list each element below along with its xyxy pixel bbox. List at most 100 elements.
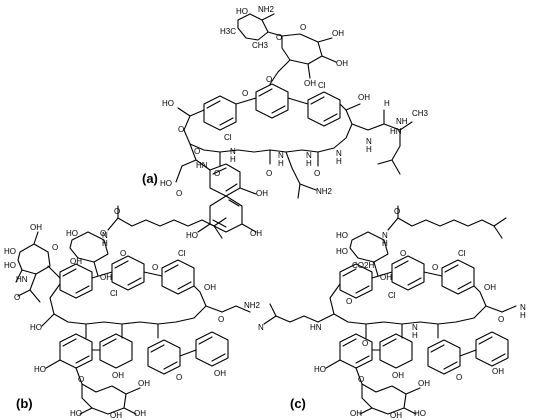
- atom-label: O: [358, 375, 364, 384]
- panel-label-a: (a): [142, 171, 158, 186]
- atom-label: O: [394, 207, 400, 216]
- panel-label-c: (c): [290, 396, 306, 411]
- atom-label: O: [214, 169, 220, 178]
- structure-b: OH HO HO O HO O OH O N H O OH O Cl O HN …: [4, 205, 261, 420]
- atom-label: HN: [310, 323, 322, 332]
- atom-label: HO: [4, 261, 16, 270]
- atom-label: H: [412, 331, 418, 340]
- atom-label: O: [218, 315, 224, 324]
- atom-label: HO: [66, 229, 78, 238]
- atom-label: OH: [112, 371, 124, 380]
- atom-label: N: [520, 303, 526, 312]
- atom-label: CH3: [252, 41, 269, 50]
- atom-label: OH: [392, 371, 404, 380]
- atom-label: N: [306, 151, 312, 160]
- structure-b-bonds: [15, 205, 251, 415]
- atom-label: OH: [380, 273, 392, 282]
- atom-label: Cl: [110, 289, 118, 298]
- atom-label: O: [266, 169, 272, 178]
- atom-label: OH: [134, 409, 146, 418]
- atom-label: O: [242, 89, 248, 98]
- atom-label: OH: [418, 379, 430, 388]
- atom-label: N: [278, 151, 284, 160]
- atom-label: O: [300, 23, 306, 32]
- atom-label: O: [152, 263, 158, 272]
- structure-c: O N H HO HO CO2H O OH O Cl O Cl OH O HN …: [258, 205, 526, 420]
- atom-label: OH: [358, 93, 370, 102]
- atom-label: H: [382, 239, 388, 248]
- atom-label: O: [120, 249, 126, 258]
- atom-label: N: [336, 149, 342, 158]
- atom-label: O: [176, 373, 182, 382]
- atom-label: HO: [70, 409, 82, 418]
- atom-label: OH: [204, 283, 216, 292]
- atom-label: H: [336, 157, 342, 166]
- atom-label: OH: [214, 369, 226, 378]
- atom-label: OH: [30, 223, 42, 232]
- atom-label: OH: [304, 79, 316, 88]
- atom-label: O: [400, 249, 406, 258]
- atom-label: HO: [336, 247, 348, 256]
- atom-label: Cl: [388, 291, 396, 300]
- atom-label: OH: [350, 409, 362, 418]
- structure-c-bonds: [263, 205, 517, 415]
- atom-label: OH: [492, 367, 504, 376]
- atom-label: HO: [30, 323, 42, 332]
- atom-label: NH2: [316, 187, 333, 196]
- atom-label: HO: [4, 247, 16, 256]
- atom-label: NH2: [244, 301, 261, 310]
- structure-a-atoms: HO NH2 H3C CH3 O O OH OH OH O O Cl HO Cl…: [160, 5, 429, 240]
- atom-label: N: [382, 231, 388, 240]
- atom-label: N: [230, 147, 236, 156]
- atom-label: O: [100, 229, 106, 238]
- atom-label: NH2: [258, 5, 275, 14]
- structure-b-atoms: OH HO HO O HO O OH O N H O OH O Cl O HN …: [4, 207, 261, 420]
- atom-label: NH: [396, 117, 408, 126]
- atom-label: O: [456, 373, 462, 382]
- atom-label: O: [432, 263, 438, 272]
- atom-label: HO: [414, 409, 426, 418]
- atom-label: O: [314, 169, 320, 178]
- atom-label: O: [266, 75, 272, 84]
- atom-label: N: [102, 231, 108, 240]
- atom-label: Cl: [318, 81, 326, 90]
- atom-label: H3C: [220, 27, 236, 36]
- atom-label: N: [258, 323, 264, 332]
- atom-label: H: [230, 155, 236, 164]
- atom-label: CO2H: [352, 261, 374, 270]
- atom-label: O: [176, 189, 182, 198]
- atom-label: H: [366, 145, 372, 154]
- atom-label: OH: [110, 411, 122, 420]
- atom-label: HN: [390, 127, 402, 136]
- atom-label: N: [412, 323, 418, 332]
- atom-label: O: [52, 243, 58, 252]
- panel-label-b: (b): [16, 396, 33, 411]
- atom-label: HN: [196, 161, 208, 170]
- atom-label: OH: [70, 257, 82, 266]
- atom-label: OH: [332, 29, 344, 38]
- atom-label: HO: [34, 365, 46, 374]
- atom-label: Cl: [224, 133, 232, 142]
- atom-label: Cl: [178, 249, 186, 258]
- atom-label: OH: [484, 283, 496, 292]
- atom-label: O: [14, 293, 20, 302]
- atom-label: H: [102, 239, 108, 248]
- atom-label: H: [278, 159, 284, 168]
- atom-label: OH: [336, 59, 348, 68]
- atom-label: OH: [250, 229, 262, 238]
- atom-label: OH: [100, 273, 112, 282]
- structure-c-atoms: O N H HO HO CO2H O OH O Cl O Cl OH O HN …: [258, 207, 526, 420]
- atom-label: Cl: [458, 249, 466, 258]
- atom-label: HO: [314, 365, 326, 374]
- atom-label: O: [346, 297, 352, 306]
- atom-label: HO: [160, 179, 172, 188]
- atom-label: H: [520, 311, 526, 320]
- atom-label: OH: [256, 189, 268, 198]
- atom-label: OH: [390, 411, 402, 420]
- atom-label: O: [194, 147, 200, 156]
- atom-label: H: [306, 159, 312, 168]
- structure-a: HO NH2 H3C CH3 O O OH OH OH O O Cl HO Cl…: [142, 5, 429, 240]
- atom-label: HO: [162, 99, 174, 108]
- atom-label: O: [276, 33, 282, 42]
- atom-label: HN: [16, 275, 28, 284]
